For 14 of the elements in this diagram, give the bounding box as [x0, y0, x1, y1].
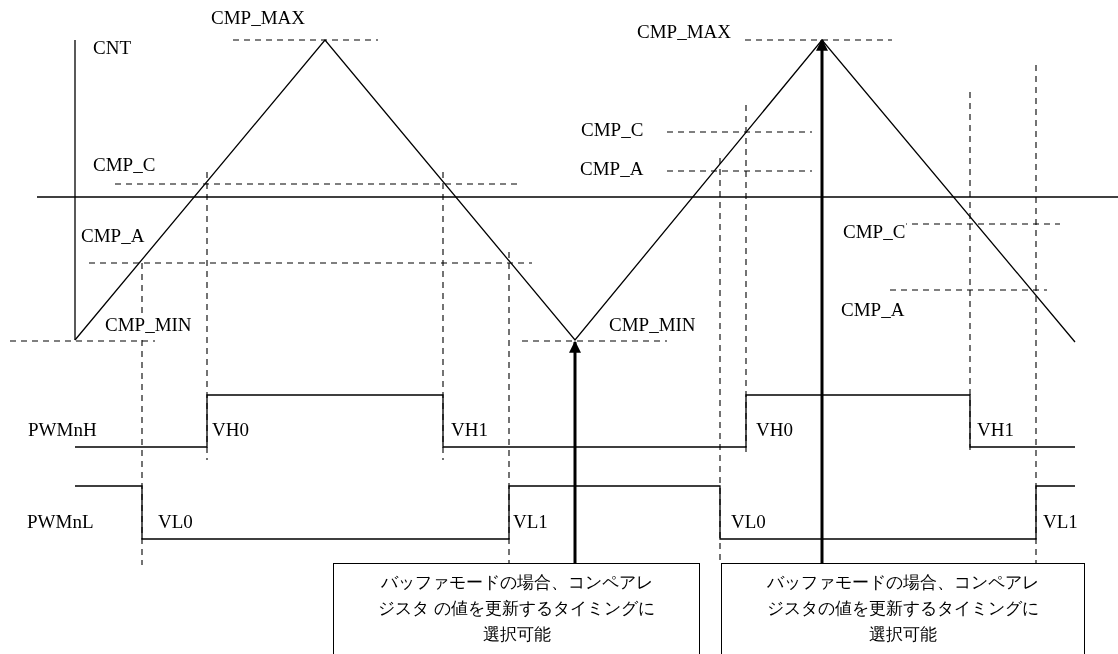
level-label: CMP_A	[80, 226, 146, 246]
level-label: CMP_C	[92, 155, 157, 175]
arrow	[569, 340, 581, 563]
level-label: CMP_MIN	[104, 315, 193, 335]
level-label: CMP_C	[580, 120, 645, 140]
level-label: CMP_MIN	[608, 315, 697, 335]
level-label: CMP_A	[840, 300, 906, 320]
arrow	[816, 38, 828, 563]
note-box: バッファモードの場合、コンペアレジスタ の値を更新するタイミングに選択可能	[333, 563, 700, 654]
note-box: バッファモードの場合、コンペアレジスタの値を更新するタイミングに選択可能	[721, 563, 1085, 654]
level-label: CMP_MAX	[210, 8, 306, 28]
level-label: CMP_C	[842, 222, 907, 242]
level-label: CMP_A	[579, 159, 645, 179]
level-label: CMP_MAX	[636, 22, 732, 42]
